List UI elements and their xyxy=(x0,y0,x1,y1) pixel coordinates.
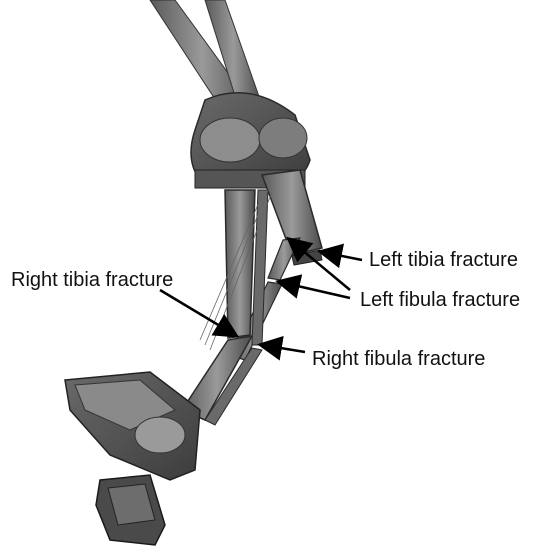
arrow-left-fibula-lower xyxy=(280,282,350,298)
foot xyxy=(65,372,200,545)
arrow-right-tibia xyxy=(160,290,235,335)
label-left-tibia-fracture: Left tibia fracture xyxy=(369,250,518,270)
label-right-tibia-fracture: Right tibia fracture xyxy=(11,270,173,290)
arrow-left-tibia xyxy=(322,252,362,260)
label-right-fibula-fracture: Right fibula fracture xyxy=(312,349,485,369)
right-tibia xyxy=(182,190,255,420)
label-left-fibula-fracture: Left fibula fracture xyxy=(360,290,520,310)
arrow-right-fibula xyxy=(262,345,305,352)
